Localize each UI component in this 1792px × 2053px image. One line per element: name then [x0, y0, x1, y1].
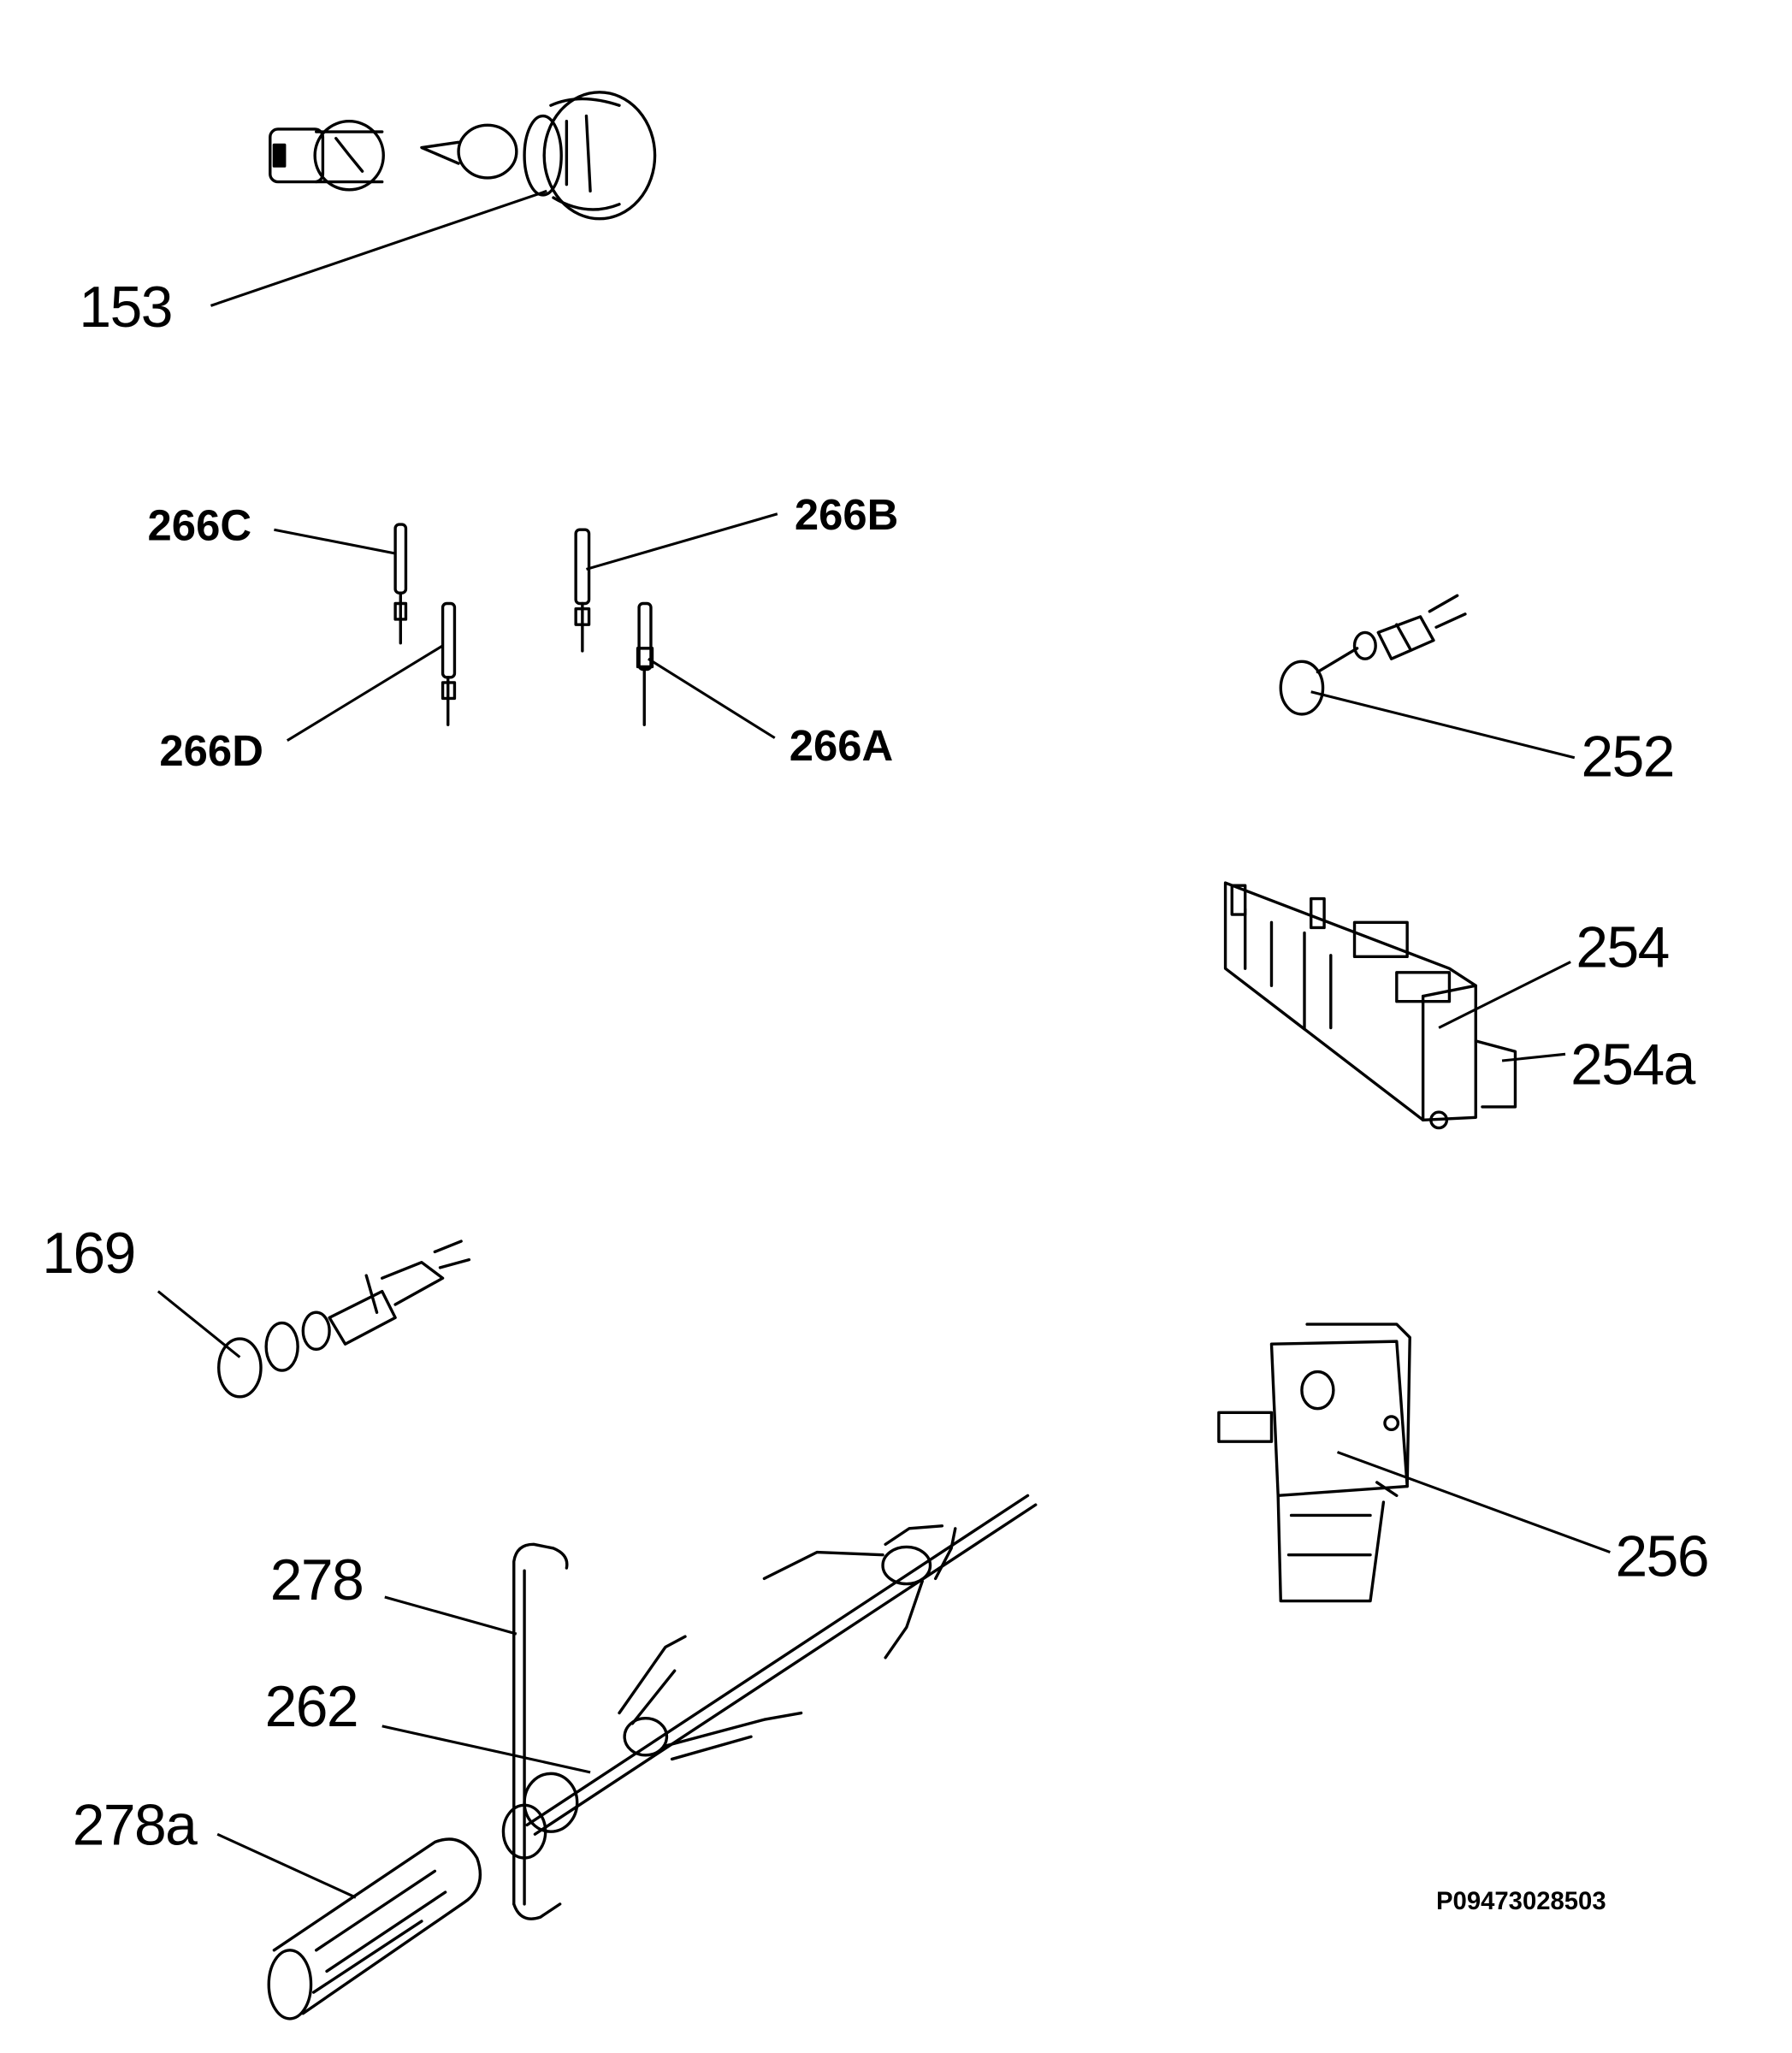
callout-278: 278 — [269, 1547, 364, 1613]
callout-266D: 266D — [159, 725, 263, 775]
leader-262 — [381, 1725, 591, 1774]
callout-256: 256 — [1615, 1524, 1710, 1589]
part-153-knob-assembly — [269, 91, 657, 221]
part-278-spit-support — [512, 1542, 569, 1920]
callout-266B: 266B — [794, 490, 899, 540]
leader-266D — [287, 644, 444, 743]
part-254-spark-generator — [1223, 881, 1517, 1130]
part-266B-electrode — [574, 528, 591, 653]
leader-254a — [1501, 1052, 1566, 1062]
leader-153 — [210, 189, 547, 307]
callout-278a: 278a — [72, 1793, 198, 1858]
leader-278a — [216, 1832, 357, 1899]
part-169-lamp-holder — [217, 1239, 471, 1399]
callout-254a: 254a — [1570, 1032, 1695, 1098]
part-266C-electrode — [393, 523, 408, 645]
callout-169: 169 — [42, 1221, 136, 1287]
part-252-ignition-lead — [1279, 594, 1467, 716]
drawing-number: P09473028503 — [1436, 1888, 1606, 1916]
part-256-switch-block — [1217, 1322, 1411, 1603]
callout-252: 252 — [1581, 725, 1675, 790]
leader-266B — [586, 512, 778, 571]
leader-266C — [274, 528, 396, 555]
callout-153: 153 — [79, 275, 173, 340]
leader-256 — [1336, 1451, 1611, 1554]
callout-266A: 266A — [789, 720, 894, 770]
callout-266C: 266C — [147, 500, 252, 550]
callout-254: 254 — [1576, 915, 1670, 981]
part-266D-electrode — [441, 601, 457, 726]
leader-266A — [648, 657, 776, 739]
leader-252 — [1310, 690, 1576, 760]
leader-254 — [1438, 961, 1571, 1029]
callout-262: 262 — [264, 1674, 359, 1740]
leader-278 — [384, 1595, 517, 1636]
part-266A-electrode — [636, 601, 654, 726]
part-278a-handle — [267, 1837, 482, 2020]
leader-169 — [157, 1290, 241, 1358]
part-262-rotisserie-spit — [501, 1494, 1038, 1860]
leader-lines — [157, 189, 1611, 1899]
